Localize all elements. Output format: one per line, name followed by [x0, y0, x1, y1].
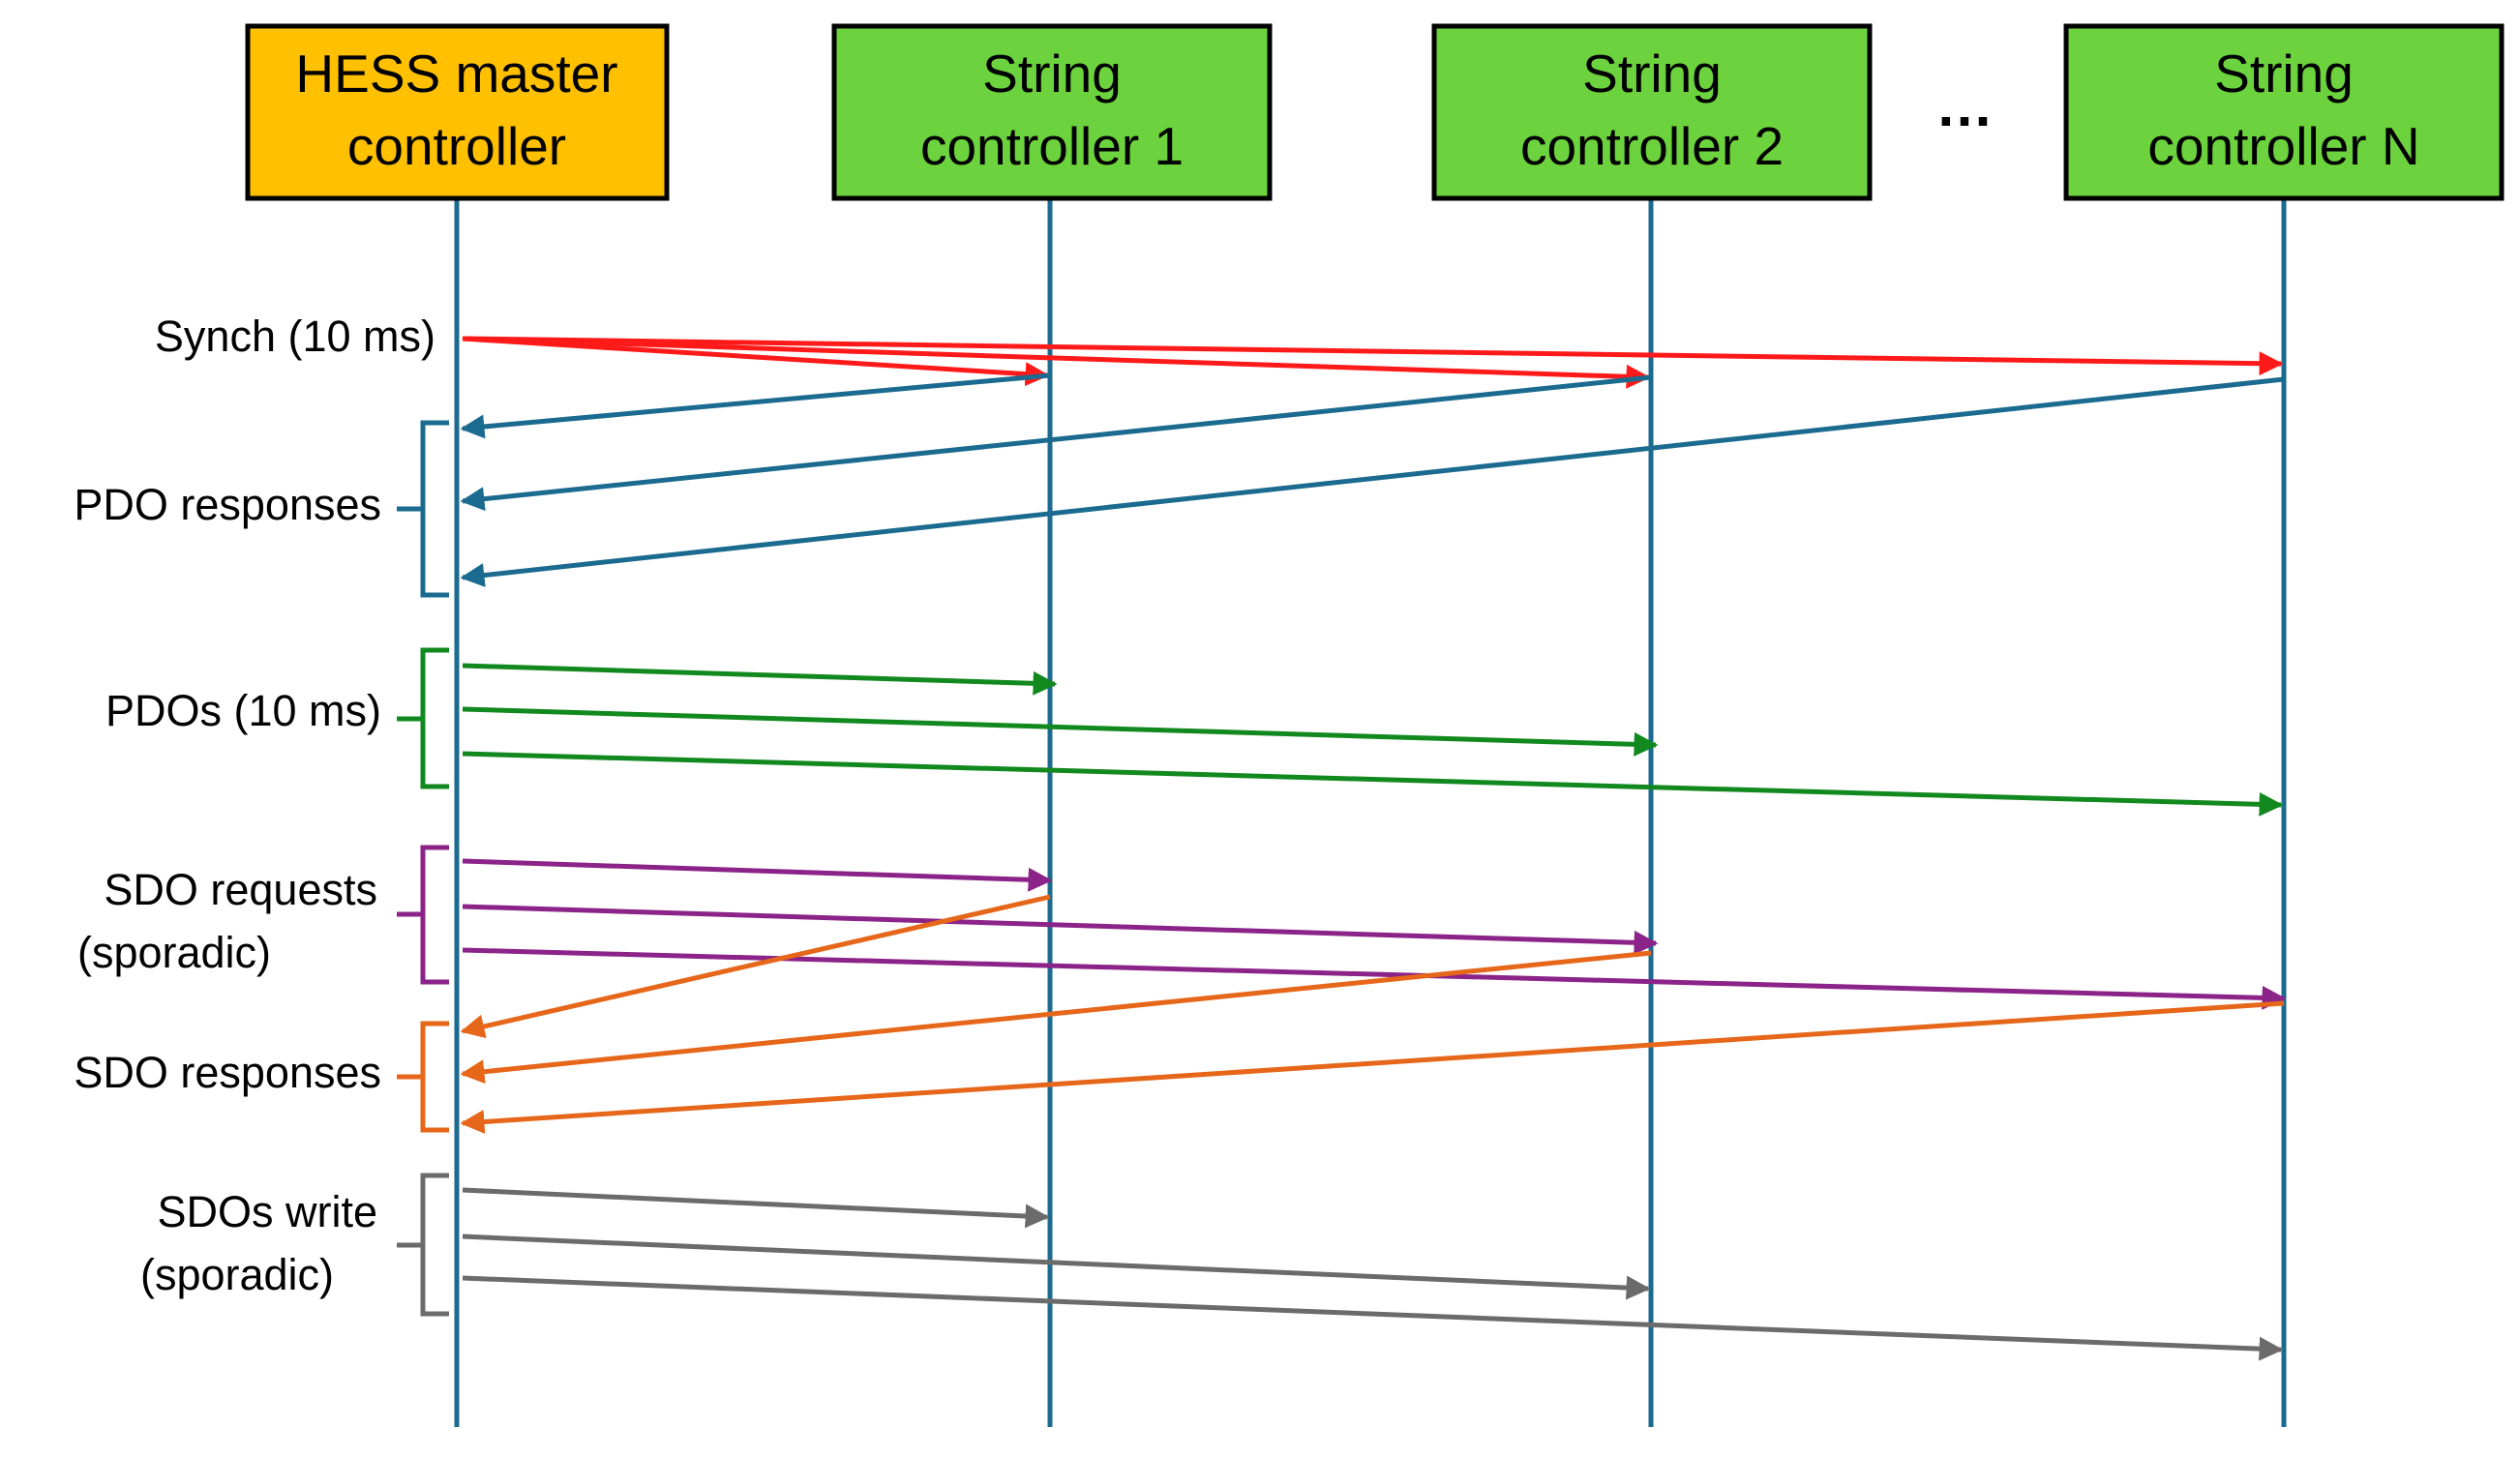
node-box	[245, 23, 670, 201]
node-box	[2063, 23, 2505, 201]
message-pdo-response-from-n	[460, 376, 2285, 587]
group-pdos: PDOs (10 ms)	[105, 647, 449, 789]
node-label-line1: String	[982, 44, 1122, 104]
node-string-controller-n: String controller N	[2063, 23, 2505, 201]
group-label: PDOs (10 ms)	[105, 686, 381, 735]
group-sdo-responses: SDO responses	[74, 1021, 449, 1133]
messages	[460, 336, 2287, 1361]
message-sdo-write-to-string-1	[462, 1187, 1050, 1229]
message-pdo-response-from-2	[460, 374, 1652, 512]
group-label-line2: (sporadic)	[77, 928, 271, 977]
ellipsis-label: …	[1935, 74, 1994, 138]
node-string-controller-2: String controller 2	[1431, 23, 1873, 201]
message-sdo-write-to-string-2	[462, 1234, 1651, 1300]
message-synch-to-string-n	[462, 336, 2284, 376]
message-sdo-write-to-string-n	[462, 1275, 2284, 1361]
bracket	[397, 845, 449, 985]
node-string-controller-1: String controller 1	[831, 23, 1273, 201]
group-label-line2: (sporadic)	[140, 1250, 334, 1299]
bracket	[397, 1173, 449, 1317]
message-sdo-request-to-string-n	[462, 947, 2287, 1010]
group-sdo-requests: SDO requests (sporadic)	[77, 845, 449, 985]
message-pdo-to-string-1	[462, 663, 1058, 696]
message-pdo-to-string-n	[462, 751, 2284, 817]
group-label: Synch (10 ms)	[155, 312, 435, 361]
node-label-line1: HESS master	[295, 44, 617, 104]
bracket	[397, 1021, 449, 1133]
message-pdo-to-string-2	[462, 706, 1659, 757]
node-label-line2: controller 2	[1520, 116, 1784, 176]
node-label-line1: String	[2214, 44, 2354, 104]
group-label: PDO responses	[74, 480, 381, 529]
node-box	[831, 23, 1273, 201]
node-label-line2: controller 1	[920, 116, 1184, 176]
message-sdo-response-from-n	[460, 1000, 2285, 1134]
group-sdos-write: SDOs write (sporadic)	[140, 1173, 449, 1317]
message-sdo-request-to-string-2	[462, 904, 1659, 955]
group-label-line1: SDOs write	[157, 1187, 377, 1236]
message-synch-to-string-1	[462, 336, 1050, 387]
group-label: SDO responses	[74, 1048, 381, 1097]
lifelines	[454, 198, 2287, 1427]
message-sdo-response-from-1	[460, 894, 1051, 1039]
group-label-line1: SDO requests	[104, 865, 377, 914]
message-sdo-request-to-string-1	[462, 858, 1053, 892]
group-synch: Synch (10 ms)	[155, 312, 435, 361]
bracket	[397, 647, 449, 789]
group-pdo-responses: PDO responses	[74, 420, 449, 598]
node-label-line2: controller	[347, 116, 566, 176]
bracket	[397, 420, 449, 598]
message-pdo-response-from-1	[460, 372, 1051, 439]
message-sdo-response-from-2	[460, 950, 1652, 1085]
node-hess-master: HESS master controller	[245, 23, 670, 201]
message-synch-to-string-2	[462, 336, 1651, 389]
node-box	[1431, 23, 1873, 201]
node-label-line1: String	[1582, 44, 1722, 104]
node-label-line2: controller N	[2147, 116, 2419, 176]
